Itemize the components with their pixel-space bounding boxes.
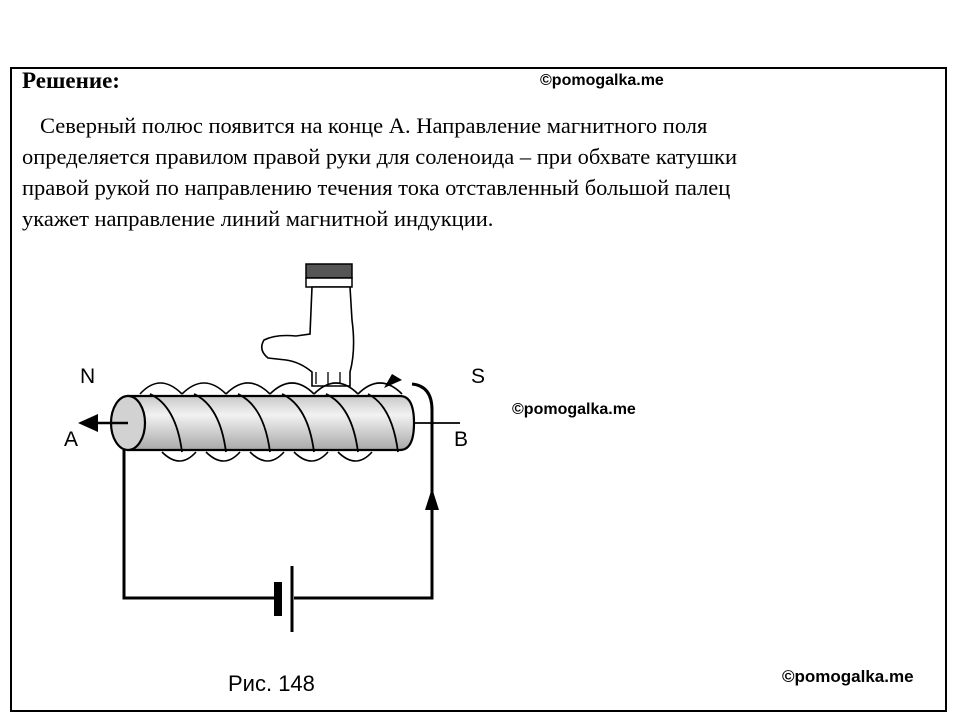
solution-line-2: определяется правилом правой руки для со… [22, 144, 737, 169]
label-b: B [454, 428, 469, 451]
right-hand-icon [260, 263, 355, 387]
solution-frame [10, 67, 947, 712]
label-n: N [80, 365, 96, 388]
watermark-top: ©pomogalka.me [540, 72, 664, 89]
current-arrow [425, 488, 439, 510]
solution-text: Северный полюс появится на конце А. Напр… [22, 110, 922, 234]
coil-front [149, 393, 399, 453]
solution-line-1: Северный полюс появится на конце А. Напр… [40, 113, 708, 138]
label-a: A [64, 428, 79, 451]
circuit-wire [122, 382, 434, 600]
watermark-middle: ©pomogalka.me [512, 401, 636, 418]
solution-line-3: правой рукой по направлению течения тока… [22, 175, 731, 200]
solution-line-4: укажет направление линий магнитной индук… [22, 206, 494, 231]
label-s: S [471, 365, 486, 388]
figure-caption: Рис. 148 [228, 671, 315, 696]
coil-back [139, 382, 403, 462]
solution-heading: Решение: [22, 68, 120, 93]
solenoid-core [109, 394, 416, 452]
coil-current-arrow [384, 374, 402, 388]
field-arrow-a [78, 414, 128, 432]
watermark-bottom: ©pomogalka.me [782, 667, 914, 686]
battery-symbol [274, 566, 294, 632]
